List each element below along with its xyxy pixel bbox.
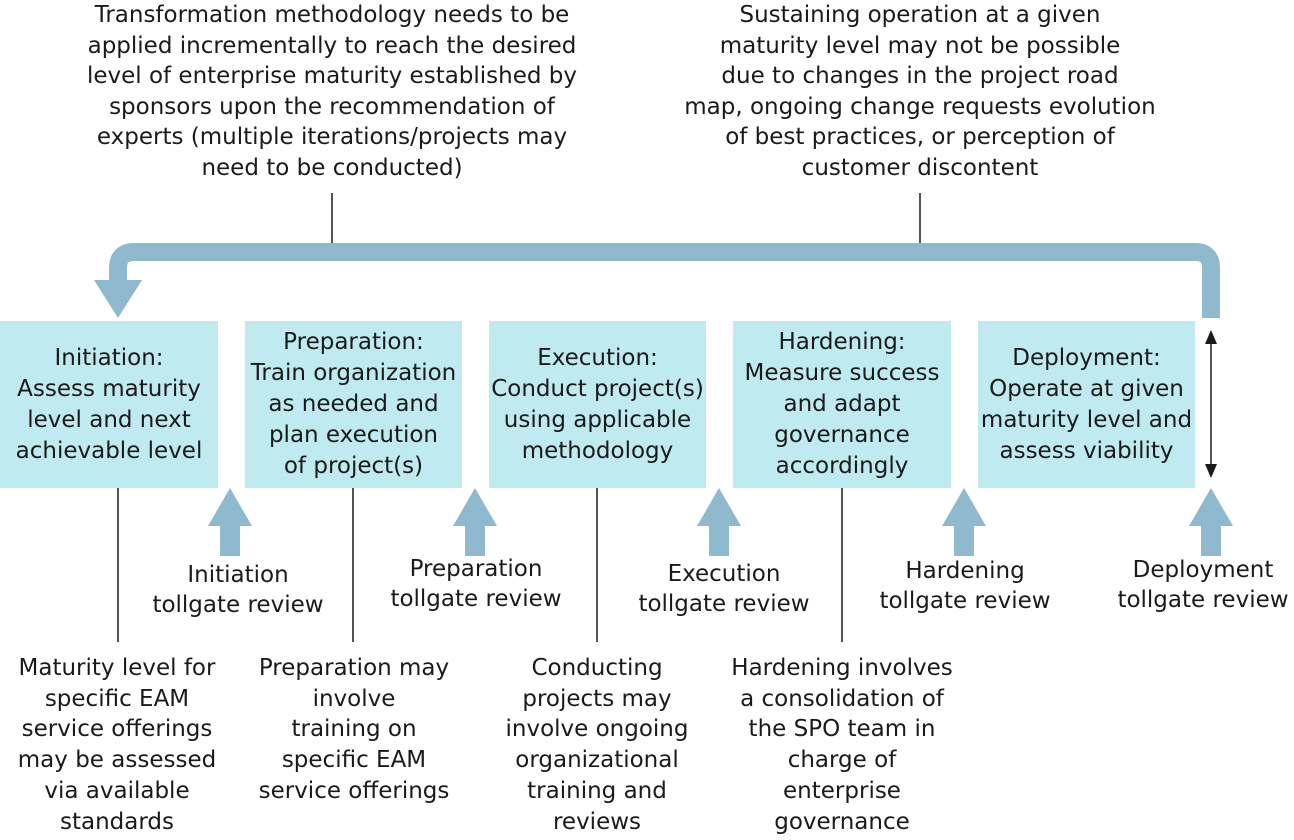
review-label-preparation: Preparation tollgate review (390, 556, 562, 612)
bottom-note-initiation: Maturity level for specific EAM service … (17, 655, 217, 835)
stage-label-deployment: Deployment: Operate at given maturity le… (980, 344, 1193, 464)
top-note-left: Transformation methodology needs to be a… (86, 2, 578, 181)
stage-label-preparation: Preparation: Train organization as neede… (250, 329, 457, 479)
stage-label-hardening: Hardening: Measure success and adapt gov… (744, 329, 940, 479)
deployment-double-arrow (1205, 330, 1217, 478)
stage-box-execution: Execution: Conduct project(s) using appl… (489, 321, 706, 488)
review-label-hardening: Hardening tollgate review (879, 558, 1051, 614)
stage-box-preparation: Preparation: Train organization as neede… (245, 321, 462, 488)
hardening-review-arrow (942, 488, 986, 556)
review-label-initiation: Initiation tollgate review (152, 562, 324, 618)
bottom-note-preparation: Preparation may involve training on spec… (258, 655, 450, 804)
stage-label-initiation: Initiation: Assess maturity level and ne… (15, 344, 203, 464)
review-label-execution: Execution tollgate review (638, 561, 810, 617)
review-label-deployment: Deployment tollgate review (1117, 557, 1289, 613)
stage-box-initiation: Initiation: Assess maturity level and ne… (0, 321, 218, 488)
stage-box-deployment: Deployment: Operate at given maturity le… (978, 321, 1195, 488)
stage-box-hardening: Hardening: Measure success and adapt gov… (733, 321, 951, 488)
execution-review-arrow (697, 488, 741, 556)
deployment-review-arrow (1189, 488, 1233, 556)
bottom-note-execution: Conducting projects may involve ongoing … (505, 655, 689, 835)
preparation-review-arrow (453, 488, 497, 556)
feedback-loop-arrow (109, 243, 1220, 318)
top-note-right: Sustaining operation at a given maturity… (684, 2, 1156, 181)
stage-label-execution: Execution: Conduct project(s) using appl… (491, 344, 704, 464)
initiation-review-arrow (208, 488, 252, 556)
bottom-note-hardening: Hardening involves a consolidation of th… (731, 655, 953, 835)
feedback-loop-arrowhead (94, 280, 142, 318)
